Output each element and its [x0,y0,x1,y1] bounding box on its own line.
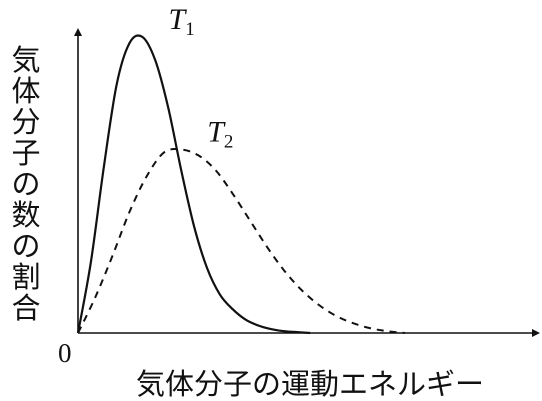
y-axis-label-char: 体 [11,74,40,108]
y-axis-label-char: 合 [11,291,40,325]
y-axis-label-char: 分 [11,105,40,139]
series-label-2-name: T [207,116,226,149]
series-layer [76,34,405,335]
series-label-1-name: T [169,3,188,36]
series-label-1: T1 [169,3,195,40]
origin-label: 0 [58,338,72,368]
y-axis-label-char: 子 [11,136,40,170]
series-line-2 [77,148,405,334]
series-label-2-subscript: 2 [224,132,234,153]
series-label-2: T2 [207,116,233,153]
y-axis-label-char: の [11,167,40,201]
y-axis-label-char: 割 [11,260,40,294]
series-label-1-subscript: 1 [185,19,195,40]
y-axis-label-char: 気 [11,43,40,77]
y-axis-label-char: 数 [11,198,40,232]
series-line-1 [76,34,311,335]
y-axis-label-char: の [11,229,40,263]
x-axis-label: 気体分子の運動エネルギー [136,367,484,401]
